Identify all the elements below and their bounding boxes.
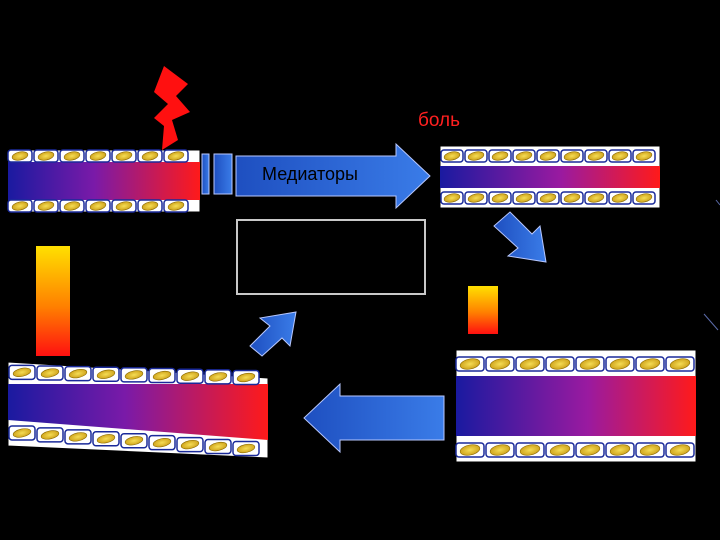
cell-nucleus <box>609 444 631 456</box>
vessel-top-right <box>439 145 661 209</box>
cell-nucleus <box>208 372 228 382</box>
stage-4-box: IV. Престаз и стаз <box>236 219 426 295</box>
cell-nucleus <box>491 151 509 161</box>
cell-nucleus <box>587 151 605 161</box>
cell-nucleus <box>611 193 629 203</box>
phlogogenic-factor-label: флогогенный фактор <box>18 56 135 99</box>
cell-nucleus <box>579 444 601 456</box>
vessel-top-left <box>7 149 201 213</box>
cell-nucleus <box>519 358 541 370</box>
stage-3-label: III. венозная гиперемия <box>8 478 145 537</box>
cell-nucleus <box>515 151 533 161</box>
cell-nucleus <box>609 358 631 370</box>
arrow-to-venous <box>303 382 445 454</box>
histamine-h2-label: Гистамин через Н2-рецепторы <box>530 279 646 320</box>
lightning-icon <box>154 66 190 150</box>
edge-line <box>715 199 720 206</box>
cell-nucleus <box>12 367 32 377</box>
vessel-bottom-left <box>7 361 269 459</box>
stage-2-label: II. артериальная гиперемия <box>510 478 694 537</box>
pain-label: боль <box>418 110 461 131</box>
cell-nucleus <box>11 151 29 161</box>
cell-nucleus <box>539 193 557 203</box>
h2-gradient-bar <box>468 286 498 334</box>
cell-nucleus <box>167 201 185 211</box>
cell-nucleus <box>563 151 581 161</box>
cell-nucleus <box>489 358 511 370</box>
cell-nucleus <box>68 432 88 442</box>
exudation-label: формирование условий для экссудации <box>190 469 413 515</box>
cell-nucleus <box>489 444 511 456</box>
cell-nucleus <box>611 151 629 161</box>
cell-nucleus <box>167 151 185 161</box>
cell-nucleus <box>152 438 172 448</box>
cell-nucleus <box>96 369 116 379</box>
cell-nucleus <box>11 201 29 211</box>
cell-nucleus <box>539 151 557 161</box>
cell-nucleus <box>491 193 509 203</box>
edge-line <box>703 313 719 331</box>
cell-nucleus <box>124 370 144 380</box>
cell-nucleus <box>89 201 107 211</box>
page-title: РЕАКЦИИ МИКРОЦИРКУЛЯТОРНОГО РУСЛА ПРИ ВО… <box>149 9 611 57</box>
cell-nucleus <box>579 358 601 370</box>
cell-nucleus <box>549 444 571 456</box>
arrow-to-stasis <box>249 311 297 357</box>
cell-nucleus <box>12 428 32 438</box>
cell-nucleus <box>208 441 228 452</box>
cell-nucleus <box>639 358 661 370</box>
arrow-to-h2 <box>493 211 547 263</box>
cell-nucleus <box>124 436 144 446</box>
cell-nucleus <box>40 368 60 378</box>
cell-nucleus <box>180 439 200 450</box>
cell-nucleus <box>37 201 55 211</box>
cell-nucleus <box>141 201 159 211</box>
cell-nucleus <box>635 151 653 161</box>
cell-nucleus <box>443 151 461 161</box>
cell-nucleus <box>152 370 172 381</box>
cell-nucleus <box>236 443 256 454</box>
cell-nucleus <box>68 368 88 379</box>
mediators-arrow <box>235 142 431 210</box>
cell-nucleus <box>236 372 256 383</box>
cell-nucleus <box>96 434 116 444</box>
cell-nucleus <box>549 358 571 370</box>
vessel-bottom-right <box>455 349 697 463</box>
cell-nucleus <box>635 193 653 203</box>
stage-1-label: I. спазм <box>504 104 590 131</box>
cell-nucleus <box>115 201 133 211</box>
cell-nucleus <box>467 151 485 161</box>
cell-nucleus <box>519 444 541 456</box>
cell-nucleus <box>669 358 691 370</box>
cell-nucleus <box>37 151 55 161</box>
double-bar-icon <box>201 153 233 195</box>
cell-nucleus <box>141 151 159 161</box>
cell-nucleus <box>515 193 533 203</box>
cell-nucleus <box>459 358 481 370</box>
cell-nucleus <box>180 371 200 381</box>
cell-nucleus <box>40 430 60 440</box>
mediators-label: Медиаторы <box>262 164 358 184</box>
cell-nucleus <box>63 151 81 161</box>
cell-nucleus <box>443 193 461 203</box>
cell-nucleus <box>639 444 661 456</box>
cell-nucleus <box>459 444 481 456</box>
cell-nucleus <box>467 193 485 203</box>
cell-nucleus <box>563 193 581 203</box>
stage-4-line2: и стаз <box>291 259 371 287</box>
cell-nucleus <box>89 151 107 161</box>
cell-nucleus <box>115 151 133 161</box>
histamine-h1-label: Гистамин через Н1-рецепторы <box>94 301 210 342</box>
stage-4-line1: IV. Престаз <box>261 227 401 255</box>
cell-nucleus <box>669 444 691 456</box>
h1-gradient-bar <box>36 246 70 356</box>
cell-nucleus <box>587 193 605 203</box>
cell-nucleus <box>63 201 81 211</box>
